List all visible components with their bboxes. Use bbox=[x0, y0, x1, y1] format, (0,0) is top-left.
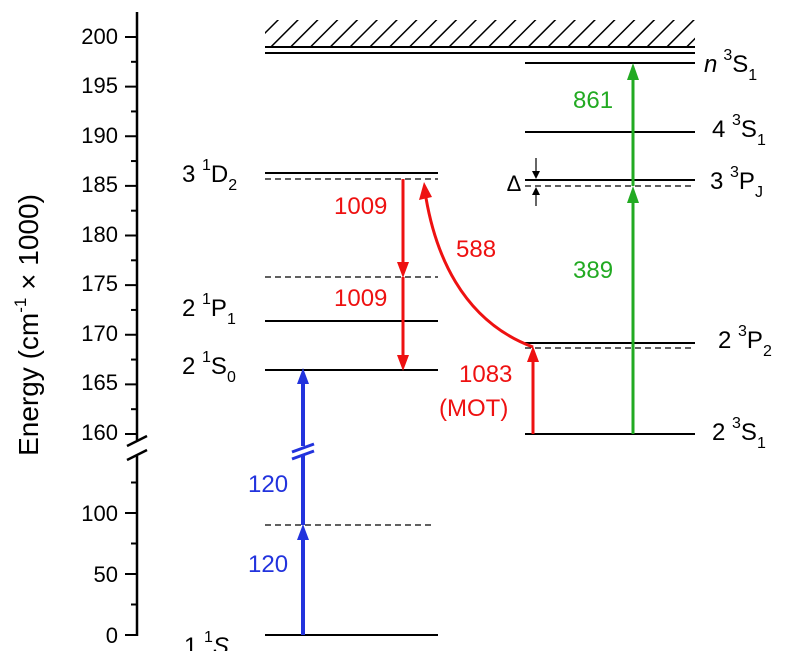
blue-arrow-head-upper bbox=[297, 368, 309, 384]
red-1009-head-upper bbox=[397, 262, 409, 278]
tick-label-50: 50 bbox=[94, 562, 118, 587]
blue-transitions: 120 120 bbox=[248, 368, 315, 635]
tick-label-170: 170 bbox=[81, 321, 118, 346]
tick-label-190: 190 bbox=[81, 123, 118, 148]
label-2-1S0: 2 1S0 bbox=[182, 349, 236, 386]
green-389-head bbox=[627, 186, 639, 203]
tick-label-180: 180 bbox=[81, 222, 118, 247]
label-2-3S1: 2 3S1 bbox=[712, 415, 766, 452]
major-ticks bbox=[125, 36, 137, 636]
label-2-3P2: 2 3P2 bbox=[718, 323, 772, 360]
continuum-hatch bbox=[265, 20, 695, 46]
tick-label-195: 195 bbox=[81, 73, 118, 98]
energy-axis: 200 195 190 185 180 175 170 165 160 100 … bbox=[11, 12, 148, 648]
blue-arrow-break bbox=[291, 449, 315, 461]
minor-ticks bbox=[131, 60, 137, 606]
green-389-label: 389 bbox=[573, 257, 613, 284]
blue-arrow-break bbox=[291, 442, 315, 454]
label-4-3S1: 4 3S1 bbox=[712, 112, 766, 149]
axis-break-mark bbox=[126, 434, 148, 448]
delta-arrow-up-head bbox=[532, 187, 540, 195]
delta-arrow-down-head bbox=[532, 171, 540, 179]
red-1009-head-lower bbox=[397, 355, 409, 371]
red-588-arrow-head bbox=[419, 182, 432, 200]
label-2-1P1: 2 1P1 bbox=[182, 291, 236, 328]
ionization-continuum bbox=[265, 20, 695, 54]
red-1009-label-upper: 1009 bbox=[334, 193, 387, 220]
label-3-1D2: 3 1D2 bbox=[182, 157, 237, 194]
tick-label-165: 165 bbox=[81, 370, 118, 395]
axis-break-mark bbox=[126, 448, 148, 462]
green-transitions: 389 861 bbox=[573, 63, 639, 434]
red-1009-label-lower: 1009 bbox=[334, 285, 387, 312]
tick-label-160: 160 bbox=[81, 420, 118, 445]
tick-label-0: 0 bbox=[106, 623, 118, 648]
label-1-1S0: 1 1S0 bbox=[184, 629, 238, 651]
tick-label-200: 200 bbox=[81, 24, 118, 49]
singlet-levels: 1 1S0 2 1S0 2 1P1 3 1D2 bbox=[182, 157, 438, 651]
delta-label: Δ bbox=[507, 171, 522, 196]
blue-label-upper: 120 bbox=[248, 471, 288, 498]
axis-title: Energy (cm-1 × 1000) bbox=[11, 194, 44, 456]
tick-label-100: 100 bbox=[81, 501, 118, 526]
blue-label-lower: 120 bbox=[248, 551, 288, 578]
red-transitions: 1083 (MOT) 588 1009 1009 bbox=[334, 179, 539, 434]
green-861-label: 861 bbox=[573, 87, 613, 114]
red-588-label: 588 bbox=[456, 236, 496, 263]
delta-splitting-indicator: Δ bbox=[507, 158, 540, 206]
tick-label-175: 175 bbox=[81, 271, 118, 296]
red-mot-label: (MOT) bbox=[439, 395, 508, 422]
red-588-arrow-curve bbox=[424, 197, 534, 349]
label-3-3PJ: 3 3PJ bbox=[710, 164, 763, 201]
red-1083-label: 1083 bbox=[459, 361, 512, 388]
blue-arrow-head-lower bbox=[297, 524, 309, 540]
green-861-head bbox=[627, 63, 639, 80]
tick-label-185: 185 bbox=[81, 172, 118, 197]
red-1083-arrow-head bbox=[527, 346, 539, 362]
